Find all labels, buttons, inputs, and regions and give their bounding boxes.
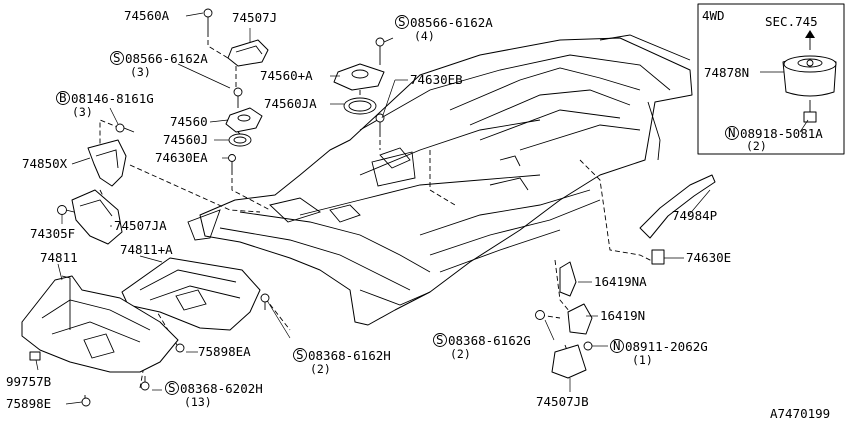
part-74560a-bolt <box>203 8 213 32</box>
inset-fastener-qty: (2) <box>746 139 767 153</box>
callout-qty: (1) <box>632 353 653 367</box>
label-74560j: 74560J <box>163 132 208 147</box>
part-74630ea-clip <box>228 154 236 170</box>
label-74560ja: 74560JA <box>264 96 317 111</box>
part-08566-top-bolt <box>375 37 385 60</box>
label-74560a: 74560A <box>124 8 170 23</box>
part-74560-mount <box>225 87 263 133</box>
callout-number: 08566-6162A <box>125 51 208 66</box>
part-74630e-clip <box>651 249 665 265</box>
leader-dashes <box>84 32 661 405</box>
part-74507jb-cover <box>551 344 587 379</box>
leader-lines <box>35 12 809 405</box>
callout-qty: (2) <box>310 362 331 376</box>
callout-qty: (13) <box>184 395 212 409</box>
part-08146-bolt <box>115 123 135 133</box>
label-16419na: 16419NA <box>594 274 647 289</box>
callout-prefix: S <box>296 347 304 362</box>
up-arrow-icon <box>805 30 815 38</box>
label-74305f: 74305F <box>30 226 75 241</box>
callout-s-08368-6162g: S 08368-6162G (2) <box>433 332 531 361</box>
callout-b-08146-8161g: B 08146-8161G (3) <box>56 90 154 119</box>
callout-s-08368-6162h: S 08368-6162H (2) <box>293 347 391 376</box>
callout-prefix: B <box>59 90 67 105</box>
label-16419n: 16419N <box>600 308 645 323</box>
part-74560ja-ring <box>343 97 377 115</box>
inset-fastener-number: 08918-5081A <box>740 126 823 141</box>
callout-number: 08146-8161G <box>71 91 154 106</box>
part-08368-6202h-bolt <box>140 376 150 391</box>
label-74507jb: 74507JB <box>536 394 589 409</box>
label-74560-plus-a: 74560+A <box>260 68 313 83</box>
part-74811-plate <box>21 275 179 373</box>
part-74560-plus-a-mount <box>333 63 385 91</box>
callout-prefix: S <box>113 50 121 65</box>
callout-number: 08566-6162A <box>410 15 493 30</box>
floor-panel <box>187 34 693 326</box>
label-74507ja: 74507JA <box>114 218 167 233</box>
label-74811: 74811 <box>40 250 78 265</box>
label-99757b: 99757B <box>6 374 51 389</box>
label-75898ea: 75898EA <box>198 344 251 359</box>
inset-section-ref: SEC.745 <box>765 14 818 29</box>
part-labels: 74560A 74507J 74560+A 74560JA 74560 7456… <box>6 8 731 411</box>
part-74850x-bracket <box>87 139 127 187</box>
part-08911-2062g-nut <box>583 341 593 351</box>
part-74507ja-guard <box>71 189 123 245</box>
label-74630e: 74630E <box>686 250 731 265</box>
label-74507j: 74507J <box>232 10 277 25</box>
part-74560j-ring <box>228 133 252 147</box>
callout-s-08368-6202h: S 08368-6202H (13) <box>165 380 263 409</box>
part-08368-6162h-bolt <box>260 293 270 310</box>
part-74630eb-clip <box>375 113 385 132</box>
part-75898ea-clip <box>175 343 185 353</box>
part-74984p-rail <box>639 174 716 239</box>
label-74630ea: 74630EA <box>155 150 208 165</box>
callout-qty: (3) <box>130 65 151 79</box>
inset-fastener-prefix: N <box>728 125 736 140</box>
callout-number: 08368-6162G <box>448 333 531 348</box>
inset-text: 4WD SEC.745 74878N N 08918-5081A (2) <box>702 8 823 153</box>
part-16419n-bracket <box>567 303 593 335</box>
label-75898e: 75898E <box>6 396 51 411</box>
callout-prefix: N <box>613 338 621 353</box>
part-74305f-clip <box>57 205 75 215</box>
part-74811-plus-a-plate <box>121 257 261 331</box>
inset-4wd <box>697 3 845 155</box>
part-16419na-bracket <box>559 261 577 297</box>
callout-number: 08911-2062G <box>625 339 708 354</box>
callout-prefix: S <box>168 380 176 395</box>
callout-s-08566-6162a-left: S 08566-6162A (3) <box>110 50 208 79</box>
label-74984p: 74984P <box>672 208 717 223</box>
inset-title: 4WD <box>702 8 725 23</box>
callout-qty: (2) <box>450 347 471 361</box>
callout-prefix: S <box>436 332 444 347</box>
label-74560: 74560 <box>170 114 208 129</box>
callout-s-08566-6162a-top: S 08566-6162A (4) <box>395 14 493 43</box>
label-74850x: 74850X <box>22 156 68 171</box>
callout-n-08911-2062g: N 08911-2062G (1) <box>610 338 708 367</box>
diagram-id: A7470199 <box>770 406 830 421</box>
part-08368-6162g-bolt <box>535 310 545 320</box>
part-99757b-clip <box>29 351 41 361</box>
callout-prefix: S <box>398 14 406 29</box>
inset-part-number: 74878N <box>704 65 749 80</box>
label-74630eb: 74630EB <box>410 72 463 87</box>
callout-qty: (4) <box>414 29 435 43</box>
callout-number: 08368-6162H <box>308 348 391 363</box>
part-74507j-cap <box>227 39 269 67</box>
callout-number: 08368-6202H <box>180 381 263 396</box>
callout-qty: (3) <box>72 105 93 119</box>
part-75898e-clip <box>81 397 91 407</box>
label-74811-plus-a: 74811+A <box>120 242 173 257</box>
